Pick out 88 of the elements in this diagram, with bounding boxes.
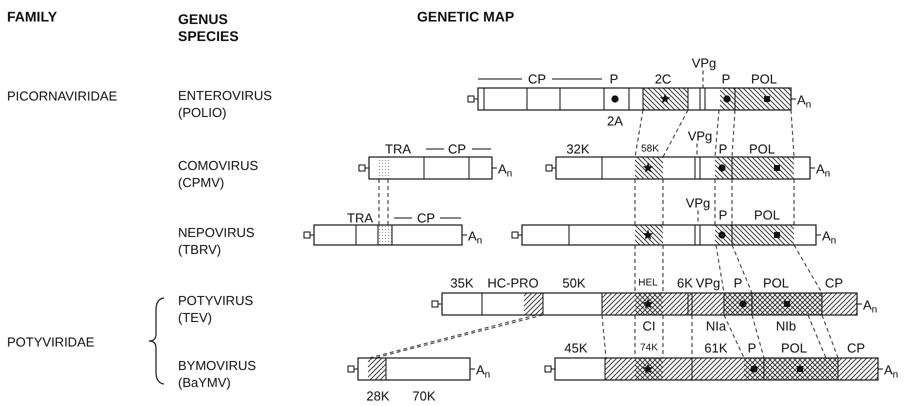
dashed-guide-line [716,244,724,294]
segment-label: P [718,142,728,156]
segment-label: POL [751,72,777,86]
genome-bar [348,357,476,381]
poly-a-tail-label: A$_{n}$ [816,162,830,176]
dashed-guide-line [634,178,636,226]
genome-bar [358,156,498,180]
segment-label: P [722,72,730,86]
dashed-guide-line [634,314,636,358]
poly-a-tail-label: A$_{n}$ [476,362,490,378]
segment-label: P [718,208,728,222]
segment-label: P [748,340,756,356]
dashed-guide-line [794,244,822,294]
dashed-guide-line [724,314,744,358]
segment-label: 2C [654,72,672,86]
segment-label: CI [642,318,656,334]
segment-label: HC-PRO [487,276,539,290]
genome-bar [468,87,796,111]
segment-label: VPg [688,128,712,144]
genus-name: COMOVIRUS (CPMV) [178,157,258,191]
dashed-guide-line [662,314,664,358]
genus-name: BYMOVIRUS (BaYMV) [178,357,256,391]
genome-bar [544,357,884,381]
segment-label: CP [448,142,466,156]
dashed-guide-line [808,314,826,358]
segment-label: CP [416,210,436,226]
segment-label: POL [781,340,807,356]
segment-label: P [734,276,742,290]
segment-label: 45K [564,340,588,356]
segment-label: CP [528,72,546,86]
segment-label: 6K [677,276,693,290]
segment-label: TRA [385,142,411,156]
segment-label: 2A [607,114,623,128]
segment-label: P [610,72,618,86]
genome-bar [304,224,468,246]
segment-label: POL [749,142,775,156]
segment-label: 61K [704,340,728,356]
segment-label: VPg [692,56,716,70]
segment-label: TRA [347,210,373,226]
segment-label: 74K [640,342,658,356]
segment-label: HEL [638,276,658,290]
poly-a-tail-label: A$_{n}$ [797,92,812,108]
poly-a-tail-label: A$_{n}$ [468,228,482,244]
column-heading: GENUS SPECIES [178,11,239,45]
genome-bar [546,156,816,180]
dashed-guide-line [696,143,698,158]
family-name: POTYVIRIDAE [7,334,94,350]
genus-name: ENTEROVIRUS (POLIO) [178,87,272,121]
dashed-guide-line [634,244,636,294]
poly-a-tail-label: A$_{n}$ [863,298,878,312]
segment-label: POL [754,208,780,222]
dashed-guide-line [378,178,380,226]
dashed-guide-line [732,244,752,294]
segment-label: 58K [641,142,659,156]
segment-label: CP [846,340,866,356]
segment-label: 35K [450,276,474,290]
dashed-guide-line [662,178,664,226]
poly-a-tail-label: A$_{n}$ [884,362,898,378]
genus-name: NEPOVIRUS (TBRV) [178,224,255,258]
column-heading: GENETIC MAP [417,8,514,26]
dashed-guide-line [822,314,838,358]
dashed-guide-line [662,244,664,294]
segment-label: CP [824,276,844,290]
genome-bar [512,224,822,246]
segment-label: VPg [696,276,720,290]
dashed-guide-line [662,110,688,158]
dashed-guide-line [634,110,644,158]
dashed-guide-line [732,110,736,158]
segment-label: 32K [566,142,590,156]
segment-label: POL [763,276,789,290]
dashed-guide-line [790,110,794,158]
segment-label: 28K [366,388,390,404]
dashed-guide-line [602,314,606,358]
segment-label: 70K [412,388,436,404]
genus-name: POTYVIRUS (TEV) [178,292,254,326]
dashed-guide-line [702,70,704,88]
dashed-guide-line [752,314,764,358]
segment-label: NIa [706,318,726,334]
segment-label: VPg [686,196,710,210]
dashed-guide-line [714,110,720,158]
dashed-guide-line [714,178,716,226]
segment-label: NIb [776,318,796,334]
column-heading: FAMILY [7,8,58,26]
poly-a-tail-label: A$_{n}$ [822,228,836,244]
segment-label: 50K [562,276,586,290]
family-name: PICORNAVIRIDAE [7,88,118,104]
poly-a-tail-label: A$_{n}$ [498,162,512,176]
genome-bar [432,292,862,316]
